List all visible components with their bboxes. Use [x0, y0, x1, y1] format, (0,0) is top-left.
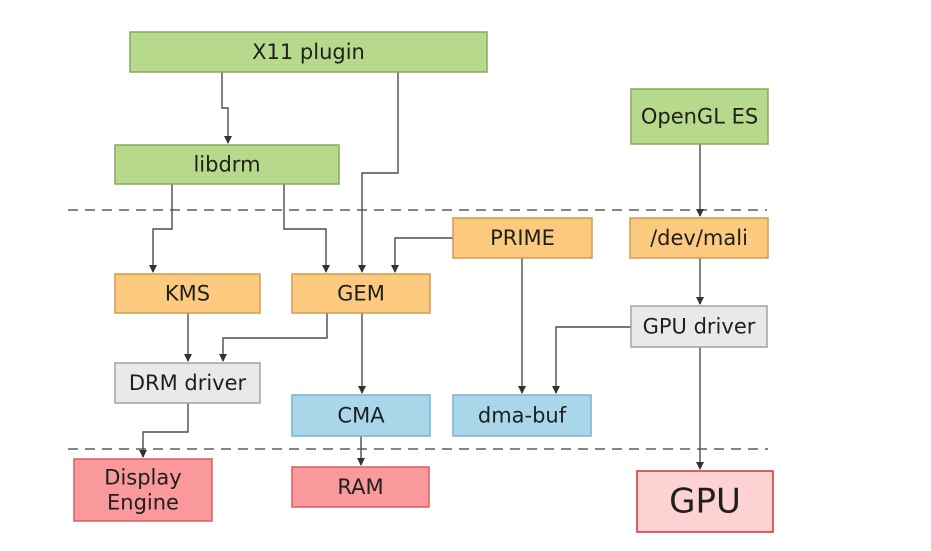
node-x11-plugin-box: [129, 31, 488, 73]
node-gpu-driver: GPU driver: [630, 305, 768, 348]
node-gpu-driver-box: [630, 305, 768, 348]
edge-gpu-driver-to-dma-buf: [552, 326, 631, 394]
node-drm-driver: DRM driver: [114, 362, 261, 404]
edge-x11-plugin-to-gem: [358, 72, 399, 273]
edge-prime-to-gem: [391, 237, 453, 273]
node-x11-plugin: X11 plugin: [129, 31, 488, 73]
node-dma-buf-label: dma-buf: [478, 404, 567, 428]
node-gpu-label: GPU: [669, 482, 741, 522]
node-libdrm: libdrm: [114, 144, 340, 185]
node-cma-box: [291, 394, 431, 437]
node-drm-driver-label: DRM driver: [129, 371, 247, 395]
node-drm-driver-box: [114, 362, 261, 404]
node-gpu-box: [636, 470, 774, 533]
node-kms-label: KMS: [165, 282, 210, 306]
node-gpu: GPU: [636, 470, 774, 533]
edge-gem-to-drm-driver: [219, 313, 328, 362]
node-ram: RAM: [291, 466, 430, 508]
node-libdrm-box: [114, 144, 340, 185]
node-opengl-es-box: [630, 88, 769, 145]
edge-x11-plugin-to-libdrm: [221, 72, 232, 144]
node-dma-buf-box: [452, 394, 592, 437]
node-dev-mali: /dev/mali: [629, 217, 769, 259]
node-ram-box: [291, 466, 430, 508]
node-gem-label: GEM: [337, 282, 385, 306]
node-kms: KMS: [114, 273, 261, 314]
node-cma: CMA: [291, 394, 431, 437]
node-dev-mali-box: [629, 217, 769, 259]
node-libdrm-label: libdrm: [193, 153, 260, 177]
node-kms-box: [114, 273, 261, 314]
node-dev-mali-label: /dev/mali: [650, 226, 748, 250]
edge-libdrm-to-kms: [149, 184, 173, 273]
edge-drm-driver-to-display-engine: [139, 403, 189, 458]
node-gpu-driver-label: GPU driver: [643, 315, 756, 339]
node-display-engine-box: [73, 458, 213, 522]
edge-libdrm-to-gem: [283, 184, 330, 273]
node-cma-label: CMA: [337, 404, 385, 428]
node-x11-plugin-label: X11 plugin: [252, 40, 365, 64]
node-prime-label: PRIME: [490, 226, 555, 250]
node-prime: PRIME: [452, 217, 593, 259]
node-gem-box: [291, 273, 431, 314]
node-dma-buf: dma-buf: [452, 394, 592, 437]
node-opengl-es: OpenGL ES: [630, 88, 769, 145]
node-opengl-es-label: OpenGL ES: [641, 105, 758, 129]
node-ram-label: RAM: [337, 475, 383, 499]
node-prime-box: [452, 217, 593, 259]
node-gem: GEM: [291, 273, 431, 314]
